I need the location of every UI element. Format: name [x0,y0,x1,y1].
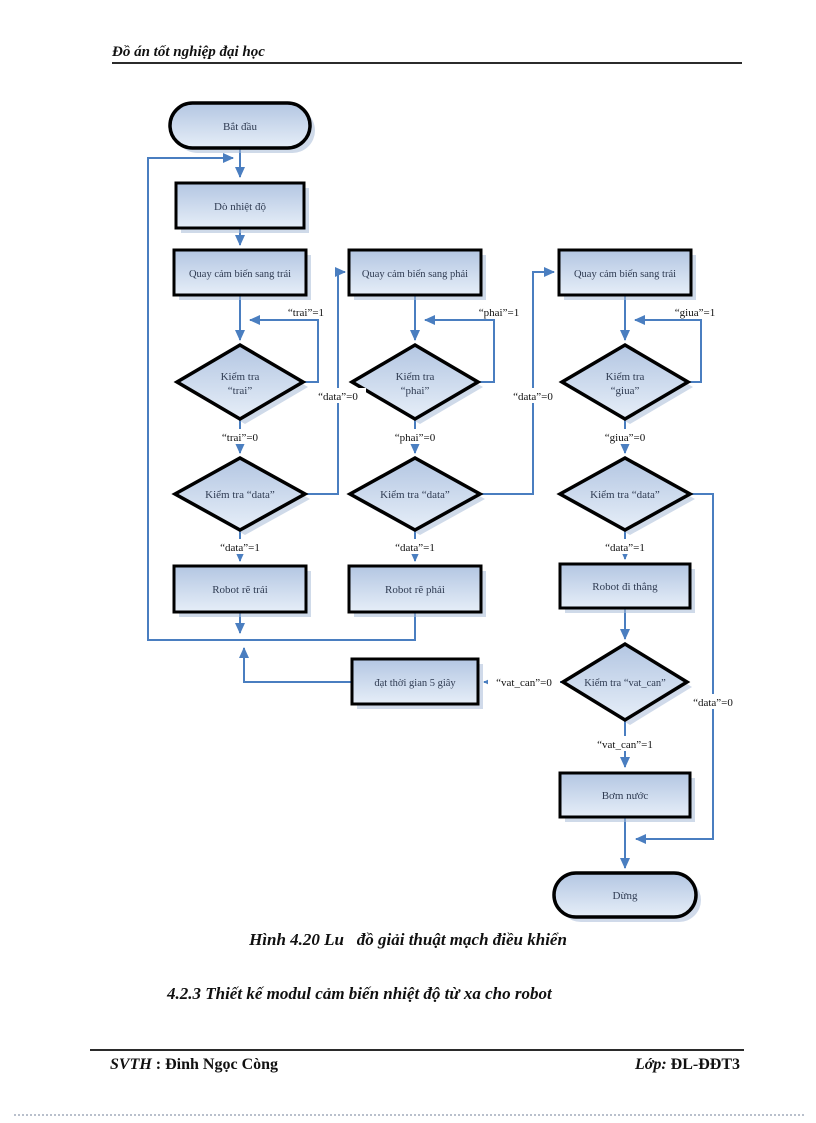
edge-loop-phai1 [424,315,495,383]
robot-right-label: Robot rẽ phải [385,584,445,596]
footer-left: SVTH : Đinh Ngọc Còng [110,1056,278,1074]
label-giua-0: “giua”=0 [605,432,646,444]
node-pump-water [558,771,692,819]
node-check-vatcan [559,641,691,723]
check-giua-line2: “giua” [611,385,640,397]
rotate-right-label: Quay cảm biến sang phải [362,269,468,280]
node-start-terminal [168,101,312,150]
label-data-0-col1: “data”=0 [318,391,358,403]
header-title: Đồ án tốt nghiệp đại học [112,44,265,60]
edge-labels: “trai”=1 “phai”=1 “giua”=1 “trai”=0 “pha… [220,307,733,751]
pump-label: Bơm nước [602,790,649,802]
check-phai-line1: Kiểm tra [396,371,435,383]
check-data-1-label: Kiểm tra “data” [205,489,275,501]
check-data-2-label: Kiểm tra “data” [380,489,450,501]
bottom-dotted-border [14,1114,804,1116]
footer-svth-label: SVTH [110,1056,152,1073]
flow-shapes [168,101,698,919]
edge-merge-feedback-to-start [147,153,416,641]
node-check-data-3 [556,455,694,533]
label-bg [588,736,662,751]
figure-caption: Hình 4.20 Lu đồ giải thuật mạch điều khi… [249,930,567,949]
label-data-1-col3: “data”=1 [605,542,645,554]
node-end-terminal [552,871,698,919]
edge-data3-zero-to-end [635,493,714,844]
node-check-data-1 [171,455,309,533]
node-check-trai [173,342,307,422]
label-bg [212,539,268,554]
label-vatcan-1: “vat_can”=1 [597,739,653,751]
footer-student-name: Đinh Ngọc Còng [165,1056,279,1073]
edge-data1-zero-to-rotate2 [305,267,346,495]
check-phai-line2: “phai” [401,385,430,397]
rotate-left-2-label: Quay cảm biến sang trái [574,269,676,280]
label-vatcan-0: “vat_can”=0 [496,677,552,689]
check-trai-line2: “trai” [228,385,253,397]
node-robot-turn-left [172,564,308,614]
label-trai-1: “trai”=1 [288,307,324,319]
check-trai-line1: Kiểm tra [221,371,260,383]
robot-straight-label: Robot đi thẳng [592,581,658,593]
footer-class-value: ĐL-ĐĐT3 [666,1056,740,1073]
node-check-phai [348,342,482,422]
footer-divider [90,1049,744,1051]
timer-label: đạt thời gian 5 giây [374,678,456,689]
flowchart: Bắt đầu Dò nhiệt độ Quay cảm biến sang t… [147,101,743,922]
label-phai-1: “phai”=1 [479,307,519,319]
label-bg [488,674,560,689]
node-check-data-2 [346,455,484,533]
node-check-giua [558,342,692,422]
label-trai-0: “trai”=0 [222,432,259,444]
detect-temp-label: Dò nhiệt độ [214,201,266,213]
edge-loop-giua1 [634,315,702,383]
label-bg [212,429,268,444]
label-data-1-col1: “data”=1 [220,542,260,554]
start-label: Bắt đầu [223,121,257,133]
label-bg [387,539,443,554]
label-data-1-col2: “data”=1 [395,542,435,554]
node-rotate-sensor-left-2 [557,248,693,297]
label-data-0-col3: “data”=0 [693,697,733,709]
edge-label-backgrounds [212,388,743,751]
label-bg [597,539,653,554]
robot-left-label: Robot rẽ trái [212,584,268,596]
page-header: Đồ án tốt nghiệp đại học [112,44,742,64]
footer-right: Lớp: ĐL-ĐĐT3 [635,1056,740,1074]
node-robot-turn-right [347,564,483,614]
node-robot-straight [558,562,692,610]
end-label: Dừng [613,890,638,902]
node-rotate-sensor-right [347,248,483,297]
label-phai-0: “phai”=0 [395,432,436,444]
label-bg [387,429,443,444]
edge-timer-to-merge [239,647,352,683]
edge-loop-trai1 [249,315,319,383]
label-bg [505,388,561,403]
node-rotate-sensor-left-1 [172,248,308,297]
shape-texts: Bắt đầu Dò nhiệt độ Quay cảm biến sang t… [189,121,676,902]
label-bg [683,694,743,709]
edge-data2-zero-to-rotate3 [480,267,555,495]
label-data-0-col2: “data”=0 [513,391,553,403]
node-detect-temp [174,181,306,230]
section-heading: 4.2.3 Thiết kế modul cảm biến nhiệt độ t… [167,984,552,1003]
check-vatcan-label: Kiểm tra “vat_can” [584,678,666,689]
footer-class-label: Lớp: [634,1056,667,1073]
page-footer: SVTH : Đinh Ngọc Còng Lớp: ĐL-ĐĐT3 [110,1056,740,1074]
label-bg [597,429,653,444]
label-bg [310,388,366,403]
footer-svth-sep: : [151,1056,166,1073]
check-giua-line1: Kiểm tra [606,371,645,383]
rotate-left-1-label: Quay cảm biến sang trái [189,269,291,280]
flow-connectors [147,148,714,869]
check-data-3-label: Kiểm tra “data” [590,489,660,501]
node-timer-5s [350,657,480,706]
label-giua-1: “giua”=1 [675,307,715,319]
